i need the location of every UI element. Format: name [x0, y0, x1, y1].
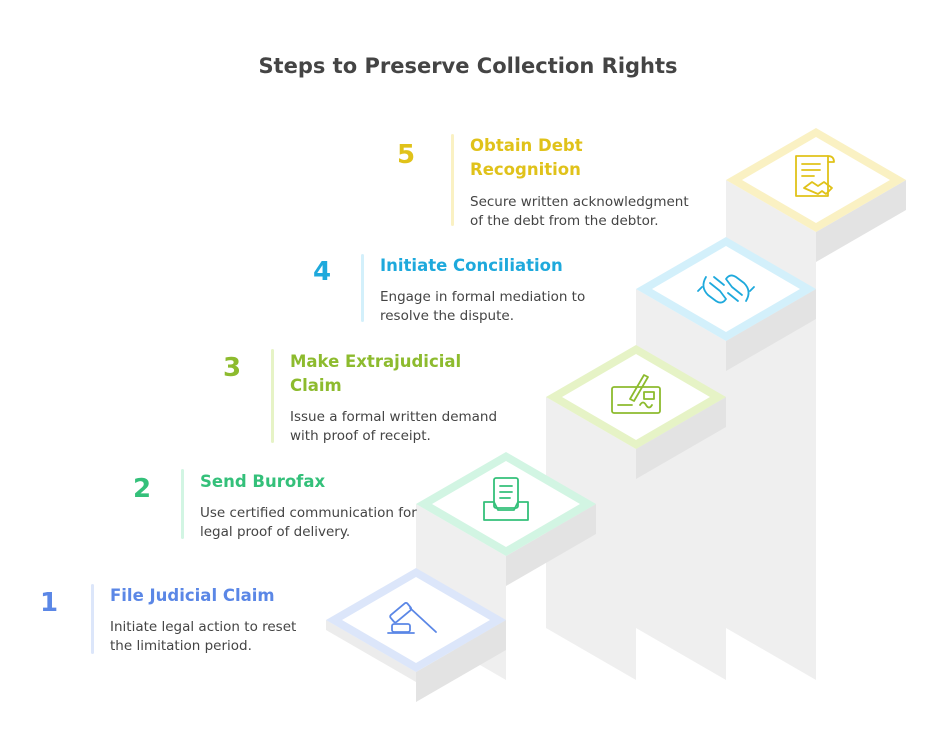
stair-side-right-1 — [416, 620, 506, 702]
step-3-title: Make Extrajudicial Claim — [290, 352, 462, 395]
step-1-title: File Judicial Claim — [110, 586, 275, 605]
step-2-title: Send Burofax — [200, 472, 326, 491]
step-4-description: Engage in formal mediation to resolve th… — [380, 289, 586, 324]
gavel-icon — [387, 602, 437, 634]
step-5-description: Secure written acknowledgment of the deb… — [470, 194, 689, 229]
step-5-title: Obtain Debt Recognition — [470, 136, 583, 179]
step-1-description: Initiate legal action to reset the limit… — [110, 619, 297, 654]
stair-side-right-5 — [816, 180, 906, 262]
document-tray-icon — [483, 477, 529, 521]
stair-top-inner-4 — [652, 246, 800, 332]
stair-side-right-2 — [506, 504, 596, 586]
step-1-divider — [91, 584, 94, 654]
step-3-number: 3 — [223, 353, 242, 383]
step-1-number: 1 — [40, 588, 59, 618]
stair-base — [326, 620, 416, 682]
signed-check-icon — [611, 374, 661, 414]
stair-top-inner-1 — [342, 577, 490, 663]
step-2-number: 2 — [133, 474, 152, 504]
step-4-divider — [361, 254, 364, 322]
stair-riser-4 — [636, 289, 726, 680]
step-2-divider — [181, 469, 184, 539]
step-4-title: Initiate Conciliation — [380, 256, 563, 275]
stair-top-inner-2 — [432, 461, 580, 547]
step-3-description: Issue a formal written demand with proof… — [290, 409, 498, 444]
stair-riser-3 — [546, 397, 636, 680]
page-title: Steps to Preserve Collection Rights — [258, 54, 678, 78]
step-3-divider — [271, 349, 274, 443]
step-5-divider — [451, 134, 454, 226]
stair-side-right-4 — [726, 289, 816, 371]
step-4-number: 4 — [313, 257, 332, 287]
step-2-description: Use certified communication for legal pr… — [200, 505, 417, 540]
stair-side-right-3 — [636, 397, 726, 479]
stair-top-inner-5 — [742, 137, 890, 223]
handshake-hands-icon — [697, 274, 755, 304]
step-5-number: 5 — [397, 140, 416, 170]
scroll-handshake-icon — [795, 155, 835, 197]
